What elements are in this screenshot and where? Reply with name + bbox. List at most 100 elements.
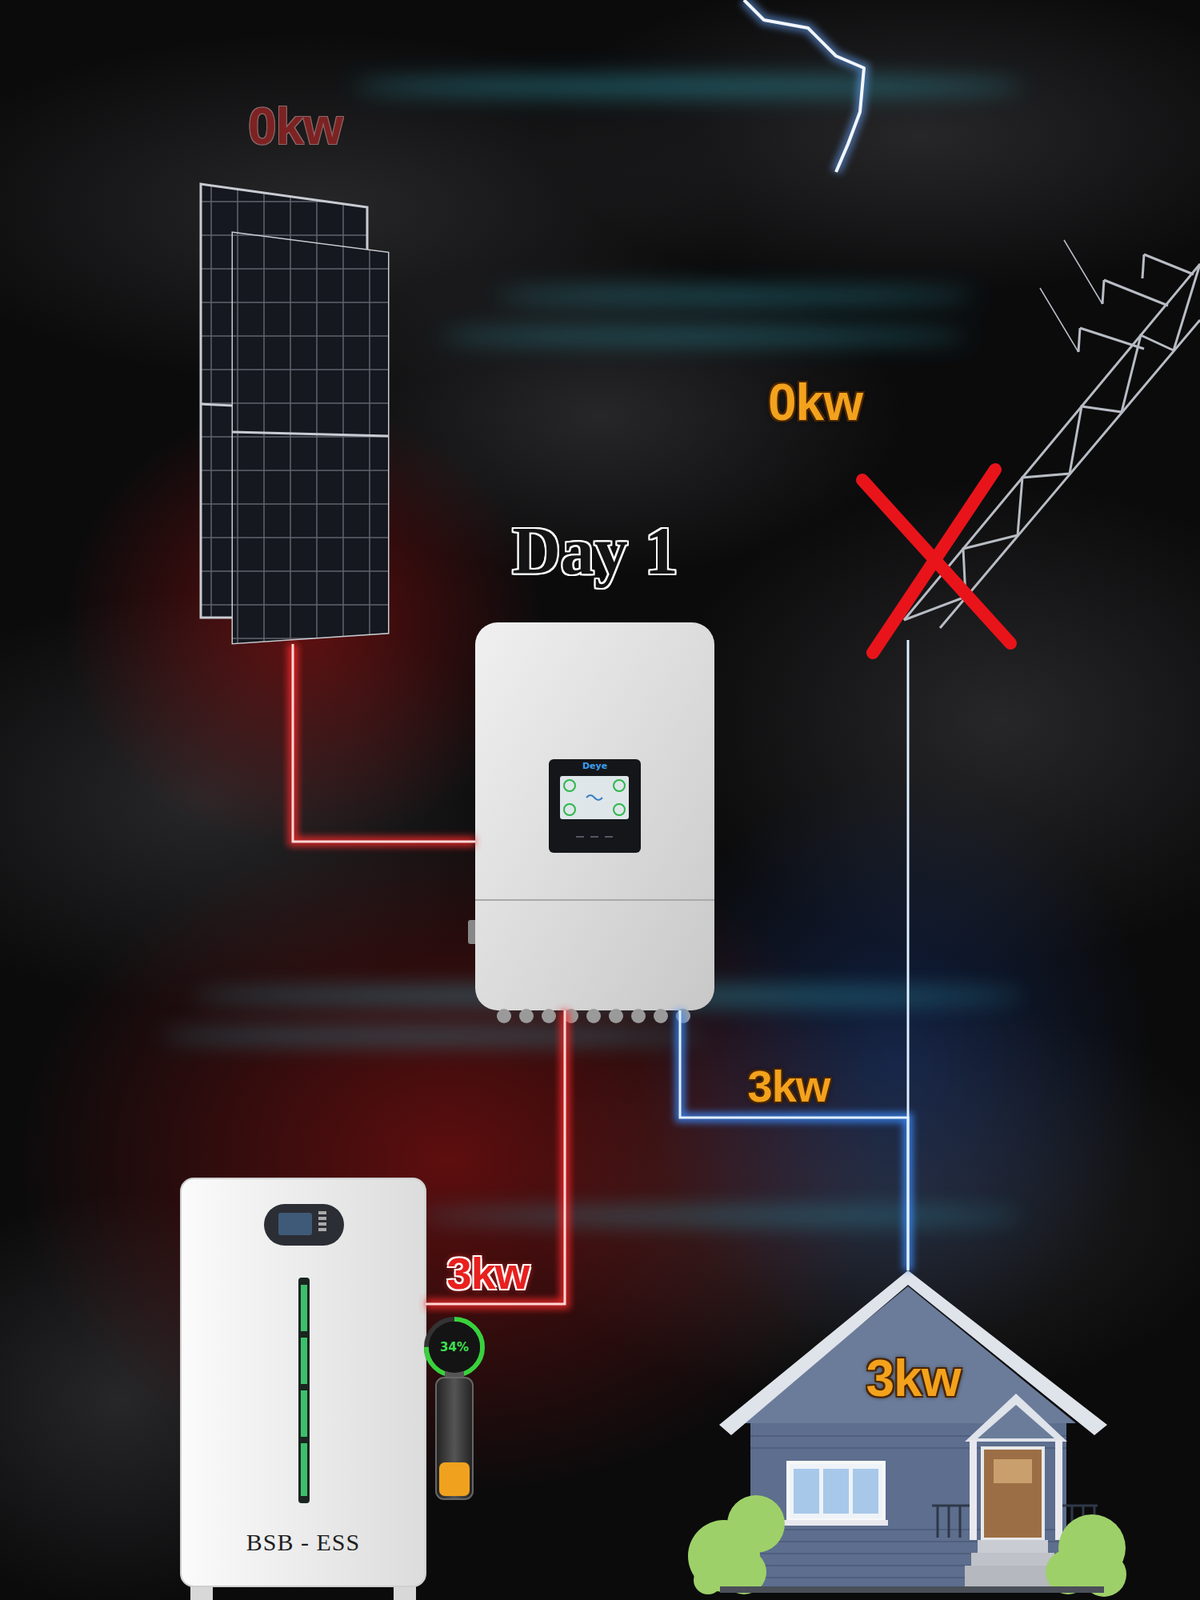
- decor-rect: [784, 1520, 888, 1526]
- decor-rect: [300, 1337, 308, 1384]
- decor-g: [300, 1284, 308, 1496]
- decor-rect: [560, 776, 629, 820]
- decor-rect: [180, 1178, 426, 1587]
- decor-line: [1062, 1504, 1098, 1508]
- solar-panel: 0kw: [199, 96, 392, 644]
- decor-circle: [693, 1565, 723, 1595]
- decor-ellipse: [160, 1028, 704, 1044]
- line-glow: [680, 1010, 908, 1271]
- battery-cabinet: [180, 1178, 426, 1600]
- decor-circle: [519, 1008, 534, 1024]
- node-text: 0kw: [248, 98, 343, 155]
- decor-rect: [300, 1443, 308, 1496]
- decor-rect: [1055, 1440, 1063, 1540]
- decor-g: [793, 1468, 879, 1514]
- decor-g: [564, 780, 625, 816]
- node-text: Deye: [582, 761, 608, 771]
- grid-off-cross: [862, 469, 1011, 653]
- decor-polygon: [977, 1404, 1055, 1439]
- decor-g: [496, 1008, 691, 1024]
- node-text: 0kw: [768, 374, 863, 431]
- decor-rect: [788, 1462, 884, 1520]
- decor-circle: [564, 804, 576, 816]
- decor-line: [1144, 254, 1194, 275]
- decor-rect: [298, 1277, 310, 1504]
- decor-line: [959, 1505, 962, 1538]
- decor-rect: [318, 1211, 327, 1215]
- node-text: 3kw: [866, 1350, 961, 1407]
- decor-g: [688, 1495, 1127, 1597]
- decor-rect: [318, 1222, 327, 1226]
- decor-rect: [982, 1448, 1044, 1540]
- decor-line: [1142, 254, 1144, 279]
- title-box: Day 1: [512, 514, 679, 588]
- lightning: [744, 0, 864, 172]
- decor-rect: [318, 1228, 327, 1232]
- power-flow-line: [680, 1010, 908, 1271]
- line-core: [907, 640, 910, 1271]
- grid-tower: 0kw: [752, 248, 1200, 640]
- decor-rect: [300, 1390, 308, 1437]
- soc-gauge-ring: [426, 1319, 483, 1376]
- flow-label: 3kw: [748, 1061, 831, 1112]
- decor-circle: [541, 1008, 556, 1024]
- decor-line: [1064, 240, 1103, 304]
- decor-g: [576, 836, 613, 838]
- decor-line: [1102, 280, 1104, 304]
- decor-rect: [278, 1212, 312, 1236]
- decor-rect: [823, 1468, 849, 1514]
- decor-circle: [613, 780, 625, 792]
- decor-polyline: [744, 0, 864, 172]
- decor-polygon: [719, 1270, 1108, 1436]
- decor-line: [1104, 280, 1168, 306]
- decor-ellipse: [496, 288, 976, 304]
- decor-circle: [631, 1008, 646, 1024]
- battery-icon: [436, 1370, 473, 1500]
- power-value: 3kw: [748, 1061, 831, 1112]
- inverter: [468, 622, 715, 1024]
- decor-rect: [852, 1468, 879, 1514]
- node-text: BSB - ESS: [246, 1528, 360, 1556]
- decor-rect: [977, 1540, 1048, 1553]
- decor-line: [936, 1505, 940, 1538]
- decor-line: [1040, 288, 1079, 352]
- decor-circle: [564, 780, 576, 792]
- decor-line: [475, 899, 715, 901]
- line-glow: [425, 1010, 565, 1304]
- decor-line: [872, 469, 996, 653]
- decor-g: [750, 1436, 1067, 1578]
- house: 3kw: [719, 1270, 1108, 1591]
- decor-rect: [720, 1586, 1104, 1593]
- decor-line: [948, 1505, 951, 1538]
- decor-rect: [971, 1552, 1055, 1566]
- decor-rect: [993, 1459, 1032, 1484]
- decor-line: [576, 836, 584, 838]
- line-glow: [292, 644, 476, 842]
- decor-line: [590, 836, 599, 838]
- decor-circle: [586, 1008, 601, 1024]
- decor-rect: [475, 622, 715, 1011]
- line-core: [292, 644, 476, 842]
- wind-streaks: [160, 76, 1024, 1223]
- power-flow-line: [292, 644, 476, 842]
- decor-line: [604, 836, 613, 838]
- flow-label: 3kw: [447, 1248, 530, 1299]
- power-value: 3kw: [447, 1248, 530, 1299]
- soc-gauge: 34%: [428, 1321, 480, 1373]
- decor-rect: [548, 759, 641, 853]
- battery-cabinet: BSB - ESS: [180, 1178, 426, 1587]
- line-core: [680, 1010, 908, 1271]
- decor-rect: [436, 1377, 473, 1500]
- power-flow-line: [908, 640, 909, 1271]
- decor-circle: [653, 1008, 668, 1024]
- decor-polygon: [232, 232, 388, 644]
- decor-polygon: [964, 1393, 1068, 1442]
- decor-circle: [608, 1008, 624, 1024]
- decor-polyline: [744, 0, 864, 172]
- house: [688, 1270, 1127, 1597]
- decor-rect: [750, 1423, 1067, 1587]
